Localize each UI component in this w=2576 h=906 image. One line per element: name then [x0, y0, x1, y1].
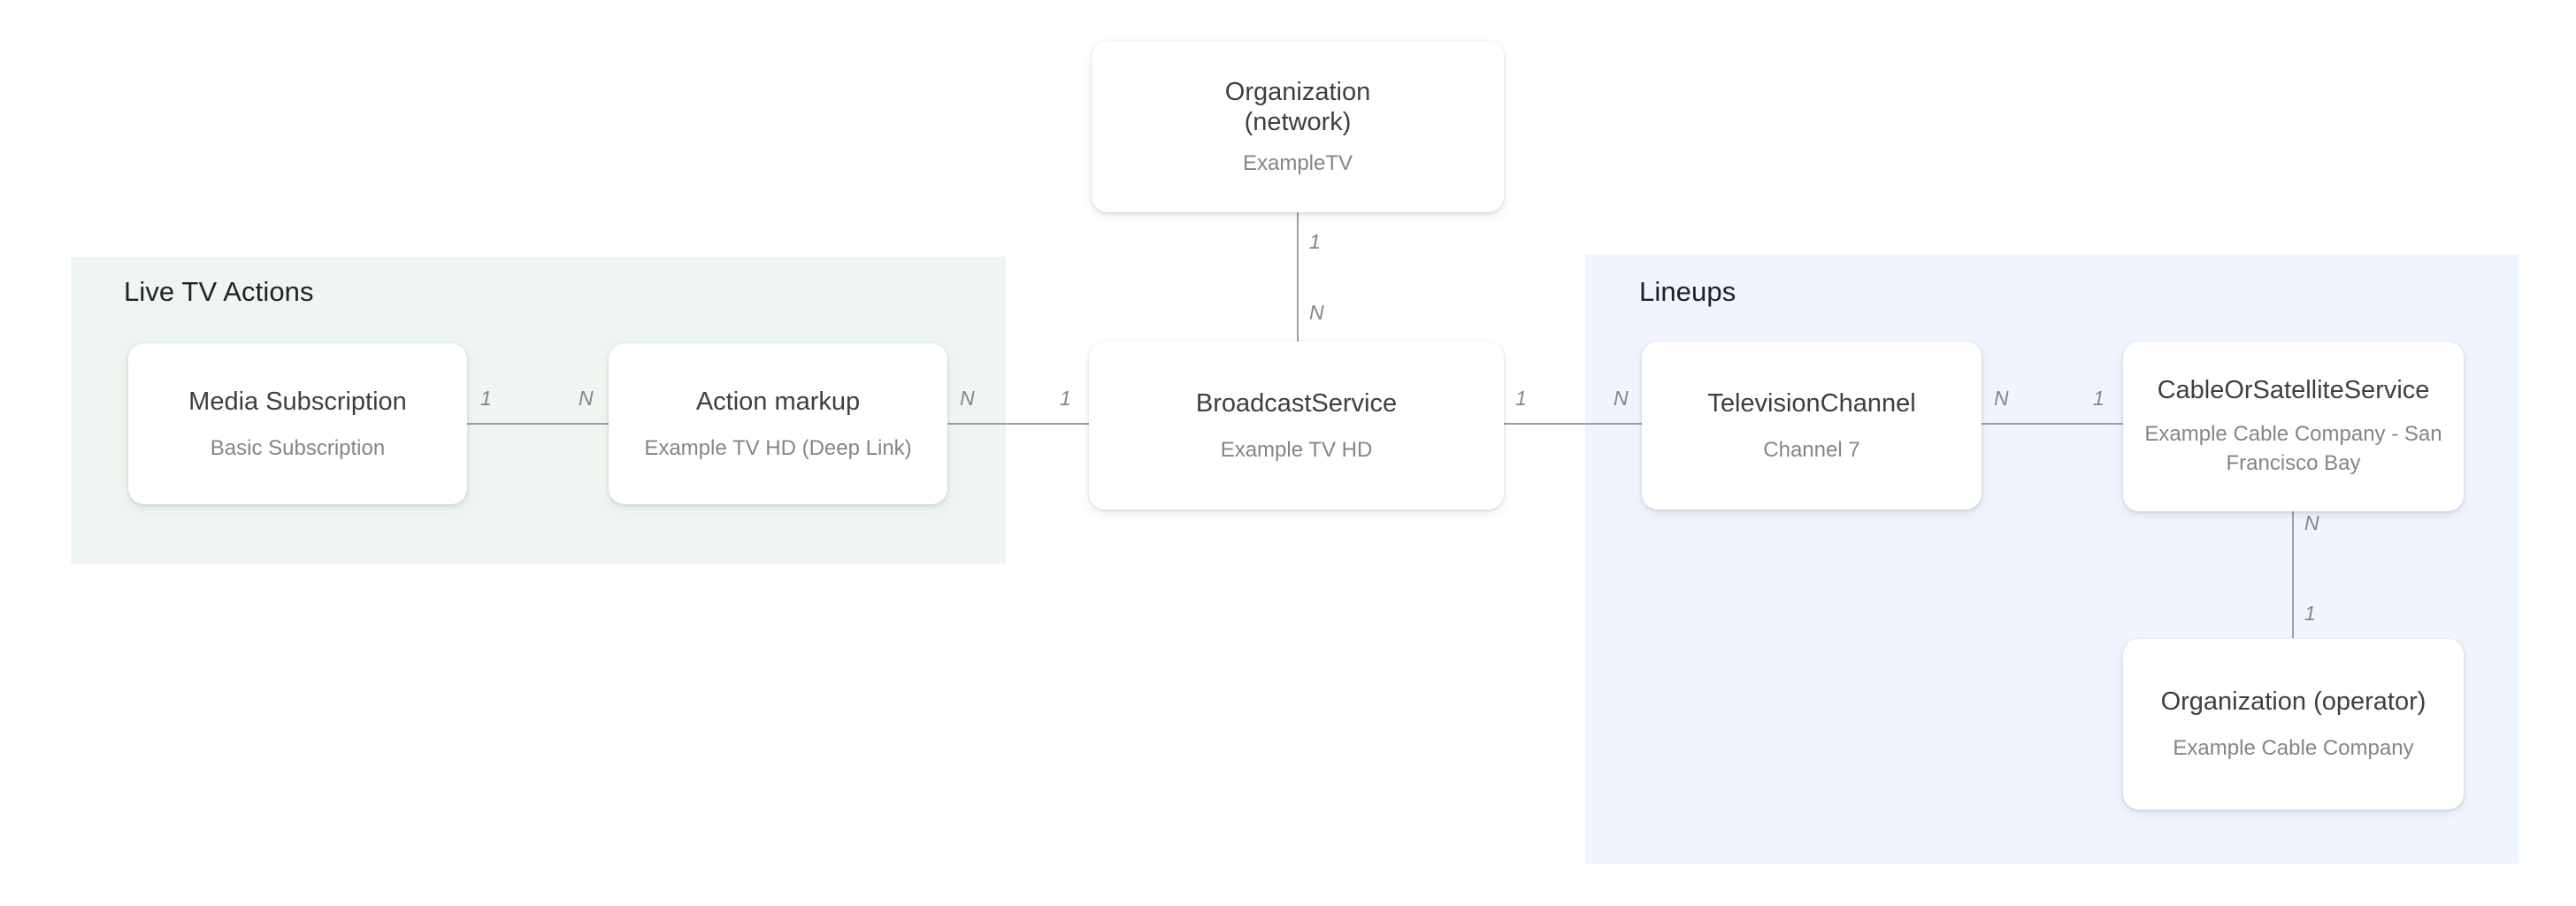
edge-label-action-markup-n2: N: [960, 387, 975, 410]
edge-label-cable-or-satellite-service-n: N: [2304, 511, 2319, 534]
node-action-markup[interactable]: Action markup Example TV HD (Deep Link): [609, 343, 947, 504]
edge-label-television-channel-n2: N: [1994, 387, 2009, 410]
edge-label-broadcast-service-1b: 1: [1515, 387, 1527, 410]
node-subtitle-action-markup: Example TV HD (Deep Link): [644, 435, 912, 460]
node-title-cable-or-satellite-service: CableOrSatelliteService: [2157, 376, 2430, 404]
node-title-line-2: (network): [1244, 107, 1352, 136]
edge-label-television-channel-n: N: [1614, 387, 1629, 410]
node-organization-network[interactable]: Organization (network) ExampleTV: [1092, 41, 1504, 212]
node-title-television-channel: TelevisionChannel: [1707, 388, 1916, 418]
edge-label-organization-operator-1: 1: [2304, 602, 2316, 625]
node-title-action-markup: Action markup: [695, 387, 861, 416]
node-subtitle-media-subscription: Basic Subscription: [210, 435, 386, 460]
group-title-live-tv-actions: Live TV Actions: [124, 276, 314, 307]
edge-action-markup-to-broadcast-service: [947, 423, 1089, 425]
node-organization-operator[interactable]: Organization (operator) Example Cable Co…: [2123, 639, 2464, 810]
node-subtitle-broadcast-service: Example TV HD: [1220, 437, 1373, 462]
edge-organization-network-to-broadcast-service: [1297, 212, 1299, 342]
edge-label-broadcast-service-n: N: [1309, 301, 1324, 324]
edge-label-action-markup-n: N: [579, 387, 594, 410]
group-title-lineups: Lineups: [1639, 276, 1736, 307]
edge-label-organization-network-1: 1: [1309, 230, 1321, 253]
node-title-media-subscription: Media Subscription: [188, 387, 407, 416]
node-subtitle-organization-network: ExampleTV: [1242, 150, 1353, 175]
node-title-organization-network: Organization (network): [1225, 77, 1370, 137]
node-title-broadcast-service: BroadcastService: [1195, 388, 1398, 418]
node-subtitle-television-channel: Channel 7: [1763, 437, 1860, 462]
node-title-line-1: Organization: [1224, 77, 1371, 106]
node-cable-or-satellite-service[interactable]: CableOrSatelliteService Example Cable Co…: [2123, 342, 2464, 511]
edge-label-broadcast-service-1: 1: [1060, 387, 1071, 410]
edge-broadcast-service-to-television-channel: [1504, 423, 1645, 425]
edge-cable-or-satellite-service-to-organization-operator: [2292, 511, 2294, 638]
node-broadcast-service[interactable]: BroadcastService Example TV HD: [1089, 342, 1504, 510]
node-media-subscription[interactable]: Media Subscription Basic Subscription: [128, 343, 467, 504]
edge-television-channel-to-cable-or-satellite-service: [1982, 423, 2127, 425]
edge-label-cable-or-satellite-service-1: 1: [2093, 387, 2104, 410]
node-subtitle-cable-or-satellite-service: Example Cable Company - San Francisco Ba…: [2144, 422, 2442, 475]
edge-media-subscription-to-action-markup: [467, 423, 609, 425]
node-title-organization-operator: Organization (operator): [2160, 687, 2426, 716]
node-television-channel[interactable]: TelevisionChannel Channel 7: [1642, 342, 1982, 510]
node-subtitle-organization-operator: Example Cable Company: [2173, 736, 2414, 760]
edge-label-media-subscription-1: 1: [480, 387, 492, 410]
